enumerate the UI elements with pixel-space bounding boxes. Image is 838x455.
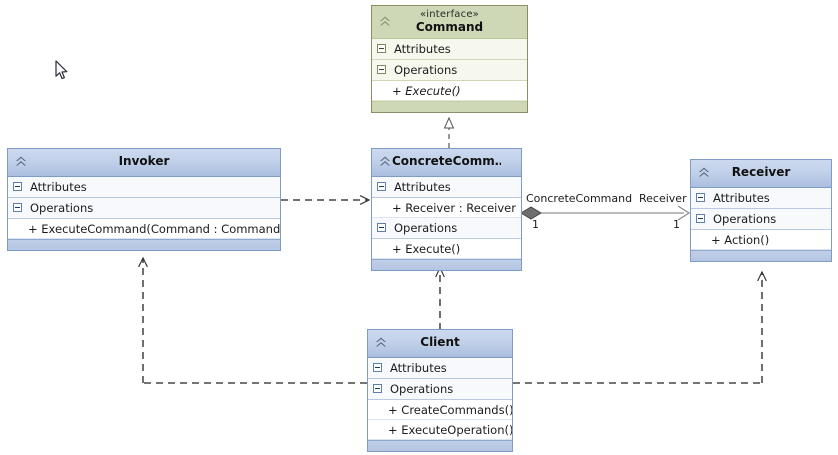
compartment-operations-receiver[interactable]: Operations — [691, 208, 831, 230]
collapse-chevron-icon[interactable] — [377, 154, 393, 170]
association-target-multiplicity-label: 1 — [673, 218, 680, 231]
compartment-attributes-receiver[interactable]: Attributes — [691, 187, 831, 209]
compartment-attributes-concretecommand[interactable]: Attributes — [372, 176, 521, 198]
association-source-multiplicity-label: 1 — [532, 218, 539, 231]
compartment-label: Attributes — [390, 360, 447, 375]
operation-item[interactable]: + Execute() — [372, 238, 521, 259]
class-title-invoker: Invoker — [118, 155, 170, 168]
association-target-role-label: Receiver — [639, 192, 687, 205]
operation-item[interactable]: + CreateCommands() — [368, 399, 512, 420]
compartment-operations-invoker[interactable]: Operations — [8, 197, 280, 219]
compartment-label: Operations — [713, 211, 777, 226]
expand-collapse-icon[interactable] — [377, 222, 386, 232]
class-body-receiver: Attributes Operations + Action() — [691, 187, 831, 250]
compartment-operations-client[interactable]: Operations — [368, 378, 512, 400]
expand-collapse-icon[interactable] — [377, 44, 386, 54]
class-footer-command — [372, 101, 527, 113]
collapse-chevron-icon[interactable] — [377, 14, 393, 30]
class-header-receiver: Receiver — [691, 160, 831, 188]
expand-collapse-icon[interactable] — [13, 181, 22, 191]
expand-collapse-icon[interactable] — [373, 383, 382, 393]
compartment-operations-command[interactable]: Operations — [372, 60, 527, 82]
collapse-chevron-icon[interactable] — [13, 154, 29, 170]
edge-dependency-client-receiver — [513, 270, 767, 384]
compartment-attributes-command[interactable]: Attributes — [372, 39, 527, 61]
class-box-concretecommand[interactable]: ConcreteComm… Attributes + Receiver : Re… — [371, 148, 522, 271]
class-footer-client — [368, 439, 512, 451]
expand-collapse-icon[interactable] — [377, 65, 386, 75]
class-footer-receiver — [691, 249, 831, 261]
expand-collapse-icon[interactable] — [377, 181, 386, 191]
expand-collapse-icon[interactable] — [13, 202, 22, 212]
compartment-label: Attributes — [713, 190, 770, 205]
compartment-label: Operations — [394, 220, 458, 235]
operation-item[interactable]: + ExecuteCommand(Command : Command) — [8, 218, 280, 239]
compartment-attributes-client[interactable]: Attributes — [368, 357, 512, 379]
class-box-command[interactable]: «interface» Command Attributes Operation… — [371, 5, 528, 114]
operation-item[interactable]: + ExecuteOperation() — [368, 419, 512, 440]
class-title-concretecommand: ConcreteComm… — [392, 155, 501, 168]
edge-dependency-client-invoker — [138, 256, 367, 384]
class-title-command: Command — [415, 20, 484, 34]
class-header-command: «interface» Command — [372, 6, 527, 40]
expand-collapse-icon[interactable] — [696, 213, 705, 223]
expand-collapse-icon[interactable] — [373, 362, 382, 372]
compartment-label: Attributes — [30, 179, 87, 194]
class-title-client: Client — [420, 336, 460, 349]
class-title-receiver: Receiver — [731, 166, 791, 179]
mouse-pointer-icon — [55, 60, 69, 81]
compartment-label: Operations — [390, 381, 454, 396]
class-footer-invoker — [8, 238, 280, 250]
collapse-chevron-icon[interactable] — [696, 165, 712, 181]
operation-item[interactable]: + Execute() — [372, 81, 527, 102]
compartment-label: Attributes — [394, 42, 451, 57]
operation-item[interactable]: + Action() — [691, 229, 831, 250]
class-header-invoker: Invoker — [8, 149, 280, 177]
class-box-client[interactable]: Client Attributes Operations + CreateCom… — [367, 329, 513, 452]
collapse-chevron-icon[interactable] — [373, 335, 389, 351]
compartment-operations-concretecommand[interactable]: Operations — [372, 217, 521, 239]
class-header-concretecommand: ConcreteComm… — [372, 149, 521, 177]
association-source-role-label: ConcreteCommand — [526, 192, 633, 205]
class-body-invoker: Attributes Operations + ExecuteCommand(C… — [8, 176, 280, 239]
edge-aggregation-concretecommand-receiver — [520, 205, 691, 221]
compartment-label: Operations — [30, 200, 94, 215]
class-body-client: Attributes Operations + CreateCommands()… — [368, 357, 512, 440]
compartment-label: Operations — [394, 63, 458, 78]
compartment-label: Attributes — [394, 179, 451, 194]
class-body-command: Attributes Operations + Execute() — [372, 39, 527, 102]
class-stereotype-command: «interface» — [419, 9, 480, 20]
compartment-attributes-invoker[interactable]: Attributes — [8, 176, 280, 198]
class-header-client: Client — [368, 330, 512, 358]
expand-collapse-icon[interactable] — [696, 192, 705, 202]
class-box-invoker[interactable]: Invoker Attributes Operations + ExecuteC… — [7, 148, 281, 251]
class-box-receiver[interactable]: Receiver Attributes Operations + Action(… — [690, 159, 832, 262]
class-footer-concretecommand — [372, 258, 521, 270]
class-body-concretecommand: Attributes + Receiver : Receiver Operati… — [372, 176, 521, 259]
attribute-item[interactable]: + Receiver : Receiver — [372, 197, 521, 218]
